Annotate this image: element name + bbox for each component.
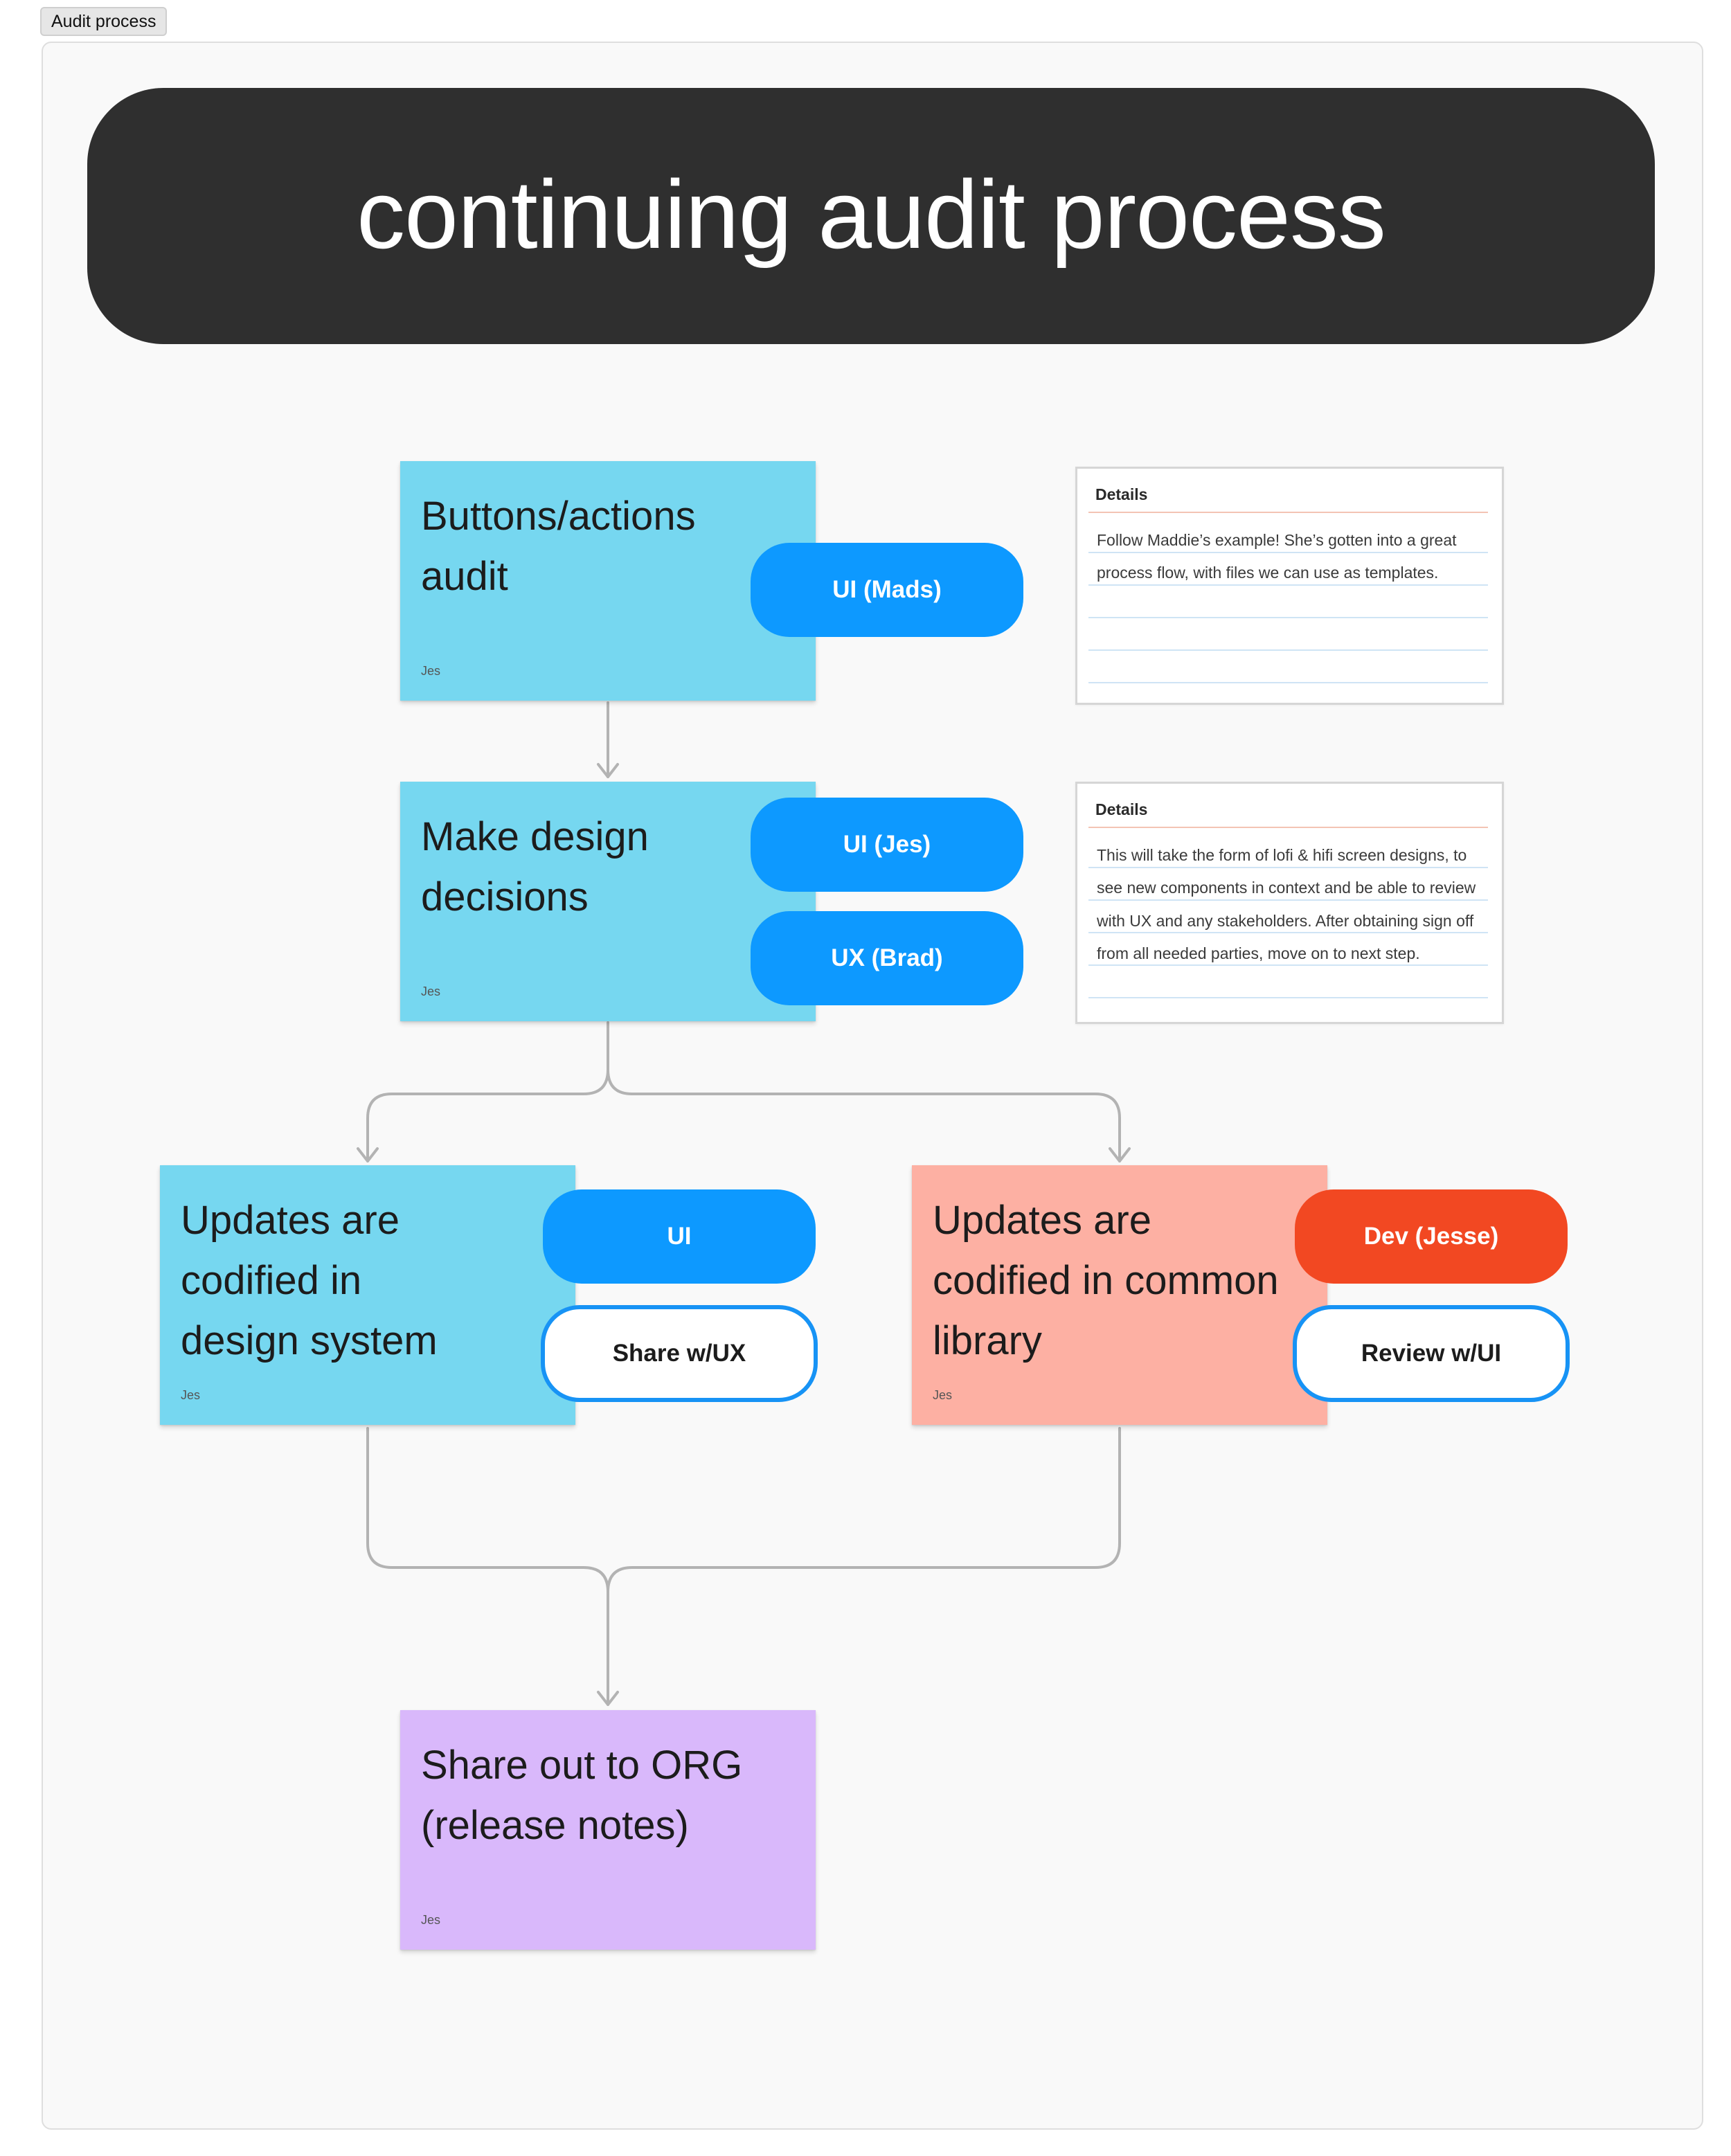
pill-share-ux[interactable]: Share w/UX [541, 1305, 818, 1402]
pill-ui[interactable]: UI [543, 1189, 816, 1284]
pill-review-ui[interactable]: Review w/UI [1293, 1305, 1570, 1402]
sticky-share-org[interactable]: Share out to ORG (release notes) Jes [400, 1710, 816, 1950]
details-rule [1088, 617, 1488, 618]
arrowhead-library [1109, 1147, 1131, 1162]
pill-dev-jesse[interactable]: Dev (Jesse) [1295, 1189, 1568, 1284]
arrowhead-decisions [597, 763, 619, 778]
sticky-make-design-decisions[interactable]: Make design decisions Jes [400, 782, 816, 1021]
details-body: This will take the form of lofi & hifi s… [1097, 846, 1476, 963]
details-rule [1088, 682, 1488, 683]
connector-decisions-to-design-system [366, 1021, 609, 1162]
details-card-2[interactable]: Details This will take the form of lofi … [1075, 782, 1504, 1024]
details-rule [1088, 899, 1488, 901]
details-rule [1088, 867, 1488, 868]
sticky-common-library[interactable]: Updates are codified in common library J… [912, 1165, 1327, 1425]
arrowhead-org [597, 1691, 619, 1706]
frame-label[interactable]: Audit process [40, 7, 168, 36]
arrowhead-design-system [357, 1147, 379, 1162]
sticky-text: Updates are codified in design system [181, 1198, 438, 1363]
sticky-author: Jes [421, 664, 441, 678]
sticky-author: Jes [421, 985, 441, 998]
pill-ui-jes[interactable]: UI (Jes) [751, 798, 1023, 892]
sticky-text: Buttons/actions audit [421, 494, 696, 599]
sticky-author: Jes [181, 1388, 201, 1402]
details-divider [1088, 827, 1488, 828]
sticky-text: Share out to ORG (release notes) [421, 1743, 743, 1848]
details-divider [1088, 512, 1488, 513]
connector-library-to-org [607, 1427, 1121, 1593]
details-title: Details [1095, 485, 1148, 503]
connector-design-system-to-org [366, 1427, 609, 1706]
sticky-author: Jes [933, 1388, 953, 1402]
details-body: Follow Maddie’s example! She’s gotten in… [1097, 531, 1457, 582]
details-rule [1088, 964, 1488, 966]
pill-ui-mads[interactable]: UI (Mads) [751, 543, 1023, 637]
pill-ux-brad[interactable]: UX (Brad) [751, 911, 1023, 1005]
details-card-1[interactable]: Details Follow Maddie’s example! She’s g… [1075, 467, 1504, 705]
sticky-design-system[interactable]: Updates are codified in design system Je… [160, 1165, 575, 1425]
details-rule [1088, 584, 1488, 586]
details-rule [1088, 997, 1488, 998]
details-title: Details [1095, 800, 1148, 818]
canvas-frame [42, 42, 1703, 2130]
details-rule [1088, 552, 1488, 553]
sticky-text: Make design decisions [421, 814, 649, 919]
sticky-author: Jes [421, 1913, 441, 1927]
banner-title: continuing audit process [357, 160, 1386, 269]
title-banner[interactable]: continuing audit process [87, 88, 1655, 344]
details-rule [1088, 932, 1488, 933]
sticky-buttons-audit[interactable]: Buttons/actions audit Jes [400, 461, 816, 701]
sticky-text: Updates are codified in common library [933, 1198, 1279, 1363]
connector-decisions-to-library [607, 1068, 1121, 1162]
details-rule [1088, 649, 1488, 651]
